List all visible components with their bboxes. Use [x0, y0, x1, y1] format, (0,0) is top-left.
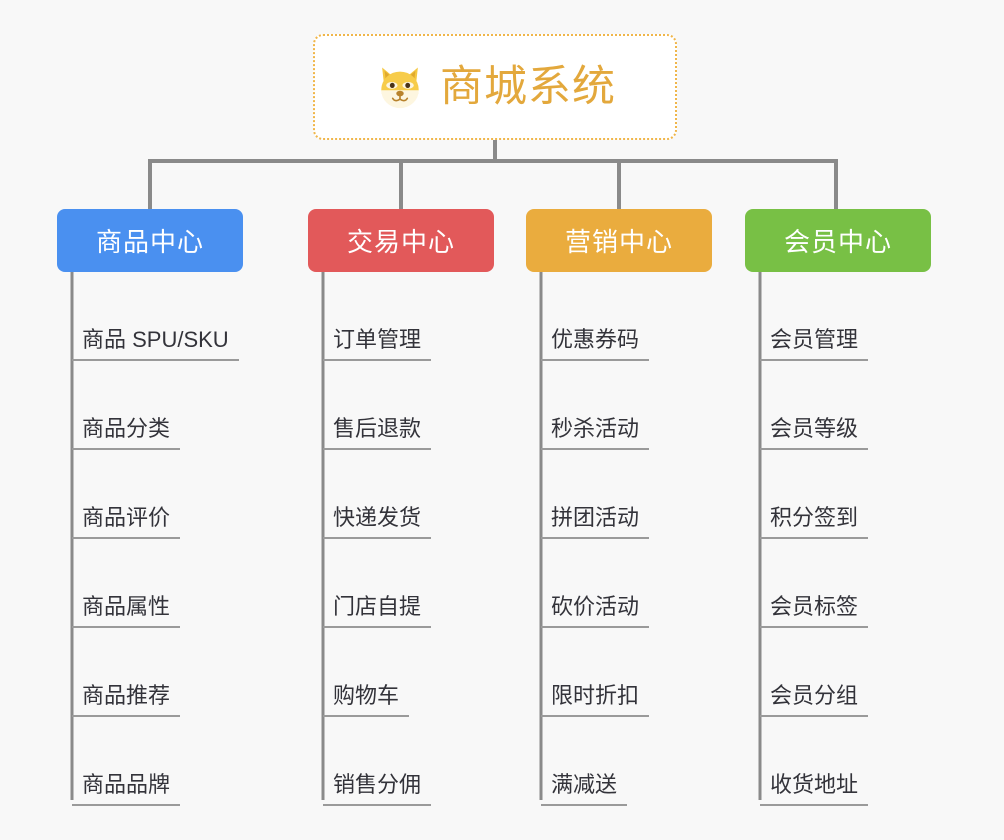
leaf-label: 商品品牌	[72, 772, 181, 806]
leaf-list-trade-center: 订单管理 售后退款 快递发货 门店自提 购物车 销售分佣	[323, 272, 494, 806]
leaf-label: 商品 SPU/SKU	[72, 327, 239, 361]
leaf-label: 拼团活动	[541, 505, 650, 539]
leaf-label: 积分签到	[760, 505, 869, 539]
leaf-label: 售后退款	[323, 416, 432, 450]
list-item[interactable]: 购物车	[323, 628, 494, 717]
list-item[interactable]: 会员管理	[760, 272, 931, 361]
list-item[interactable]: 砍价活动	[541, 539, 712, 628]
branch-trade-center: 交易中心 订单管理 售后退款 快递发货 门店自提 购物车 销售分佣	[308, 209, 494, 806]
list-item[interactable]: 积分签到	[760, 450, 931, 539]
leaf-label: 会员管理	[760, 327, 869, 361]
list-item[interactable]: 拼团活动	[541, 450, 712, 539]
root-node[interactable]: 商城系统	[313, 34, 677, 140]
list-item[interactable]: 会员等级	[760, 361, 931, 450]
leaf-label: 商品属性	[72, 594, 181, 628]
leaf-label: 秒杀活动	[541, 416, 650, 450]
list-item[interactable]: 满减送	[541, 717, 712, 806]
list-item[interactable]: 限时折扣	[541, 628, 712, 717]
list-item[interactable]: 秒杀活动	[541, 361, 712, 450]
leaf-label: 快递发货	[323, 505, 432, 539]
leaf-label: 优惠券码	[541, 327, 650, 361]
list-item[interactable]: 收货地址	[760, 717, 931, 806]
leaf-label: 销售分佣	[323, 772, 432, 806]
list-item[interactable]: 会员标签	[760, 539, 931, 628]
leaf-label: 会员标签	[760, 594, 869, 628]
list-item[interactable]: 售后退款	[323, 361, 494, 450]
leaf-label: 订单管理	[323, 327, 432, 361]
leaf-label: 满减送	[541, 772, 628, 806]
branch-head-marketing-center[interactable]: 营销中心	[526, 209, 712, 272]
list-item[interactable]: 商品品牌	[72, 717, 243, 806]
list-item[interactable]: 商品分类	[72, 361, 243, 450]
leaf-list-member-center: 会员管理 会员等级 积分签到 会员标签 会员分组 收货地址	[760, 272, 931, 806]
list-item[interactable]: 商品属性	[72, 539, 243, 628]
branch-head-member-center[interactable]: 会员中心	[745, 209, 931, 272]
root-label: 商城系统	[440, 62, 616, 111]
list-item[interactable]: 会员分组	[760, 628, 931, 717]
leaf-label: 收货地址	[760, 772, 869, 806]
branch-head-trade-center[interactable]: 交易中心	[308, 209, 494, 272]
branch-product-center: 商品中心 商品 SPU/SKU 商品分类 商品评价 商品属性 商品推荐 商品品牌	[57, 209, 243, 806]
leaf-label: 商品推荐	[72, 683, 181, 717]
list-item[interactable]: 门店自提	[323, 539, 494, 628]
list-item[interactable]: 商品 SPU/SKU	[72, 272, 243, 361]
branch-member-center: 会员中心 会员管理 会员等级 积分签到 会员标签 会员分组 收货地址	[745, 209, 931, 806]
leaf-label: 商品评价	[72, 505, 181, 539]
leaf-label: 购物车	[323, 683, 410, 717]
leaf-label: 限时折扣	[541, 683, 650, 717]
list-item[interactable]: 快递发货	[323, 450, 494, 539]
leaf-label: 商品分类	[72, 416, 181, 450]
list-item[interactable]: 销售分佣	[323, 717, 494, 806]
leaf-label: 会员等级	[760, 416, 869, 450]
leaf-list-marketing-center: 优惠券码 秒杀活动 拼团活动 砍价活动 限时折扣 满减送	[541, 272, 712, 806]
dog-face-icon	[374, 61, 426, 113]
list-item[interactable]: 订单管理	[323, 272, 494, 361]
branch-head-product-center[interactable]: 商品中心	[57, 209, 243, 272]
leaf-list-product-center: 商品 SPU/SKU 商品分类 商品评价 商品属性 商品推荐 商品品牌	[72, 272, 243, 806]
leaf-label: 门店自提	[323, 594, 432, 628]
list-item[interactable]: 商品推荐	[72, 628, 243, 717]
leaf-label: 会员分组	[760, 683, 869, 717]
branch-marketing-center: 营销中心 优惠券码 秒杀活动 拼团活动 砍价活动 限时折扣 满减送	[526, 209, 712, 806]
list-item[interactable]: 优惠券码	[541, 272, 712, 361]
list-item[interactable]: 商品评价	[72, 450, 243, 539]
leaf-label: 砍价活动	[541, 594, 650, 628]
